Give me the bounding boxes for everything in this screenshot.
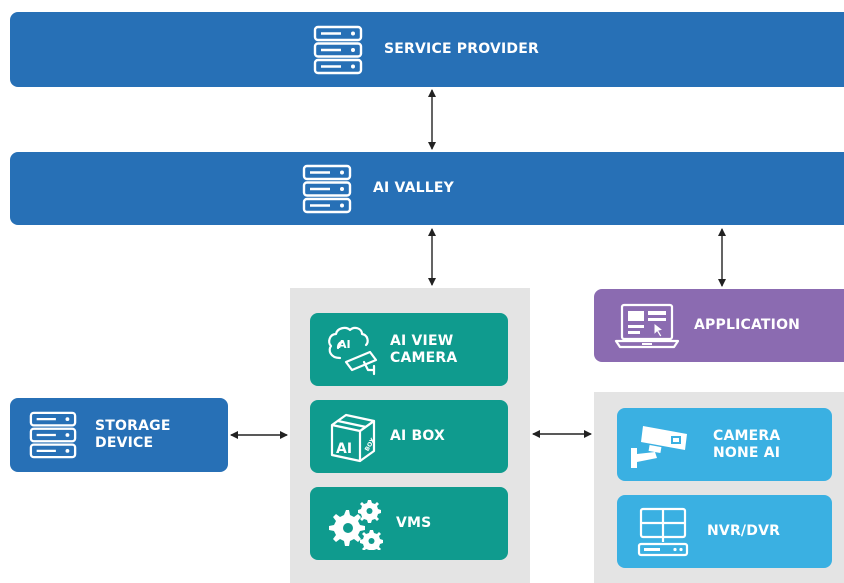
- camera-none-ai-box: CAMERA NONE AI: [617, 408, 832, 481]
- vms-box: VMS: [310, 487, 508, 560]
- ai-box-label: AI BOX: [390, 428, 445, 444]
- ai-box-icon: AI BOX: [330, 413, 377, 462]
- application-label: APPLICATION: [694, 317, 801, 333]
- ai-brain-camera-icon: AI: [328, 326, 378, 375]
- ai-valley-label: AI VALLEY: [373, 180, 454, 196]
- ai-box-icon-text: AI: [336, 441, 352, 457]
- svg-text:AI: AI: [338, 338, 351, 351]
- ai-view-camera-box: AI AI VIEW CAMERA: [310, 313, 508, 386]
- nvr-dvr-box: NVR/DVR: [617, 495, 832, 568]
- vms-label: VMS: [396, 515, 432, 531]
- storage-device-label: STORAGE DEVICE: [95, 418, 171, 451]
- ai-view-camera-label: AI VIEW CAMERA: [390, 332, 458, 366]
- server-icon: [313, 25, 363, 74]
- service-provider-label: SERVICE PROVIDER: [384, 41, 539, 57]
- camera-none-ai-label: CAMERA NONE AI: [713, 427, 781, 461]
- laptop-app-icon: [614, 303, 680, 348]
- nvr-dvr-label: NVR/DVR: [707, 523, 781, 539]
- application-box: APPLICATION: [594, 289, 844, 362]
- cctv-camera-icon: [631, 425, 687, 468]
- gears-icon: [329, 499, 383, 550]
- service-provider-bar: SERVICE PROVIDER: [10, 12, 844, 87]
- storage-device-box: STORAGE DEVICE: [10, 398, 228, 472]
- nvr-recorder-icon: [637, 507, 689, 556]
- server-icon: [29, 411, 77, 459]
- ai-valley-bar: AI VALLEY: [10, 152, 844, 225]
- server-icon: [302, 164, 352, 213]
- ai-box-box: AI BOX AI BOX: [310, 400, 508, 473]
